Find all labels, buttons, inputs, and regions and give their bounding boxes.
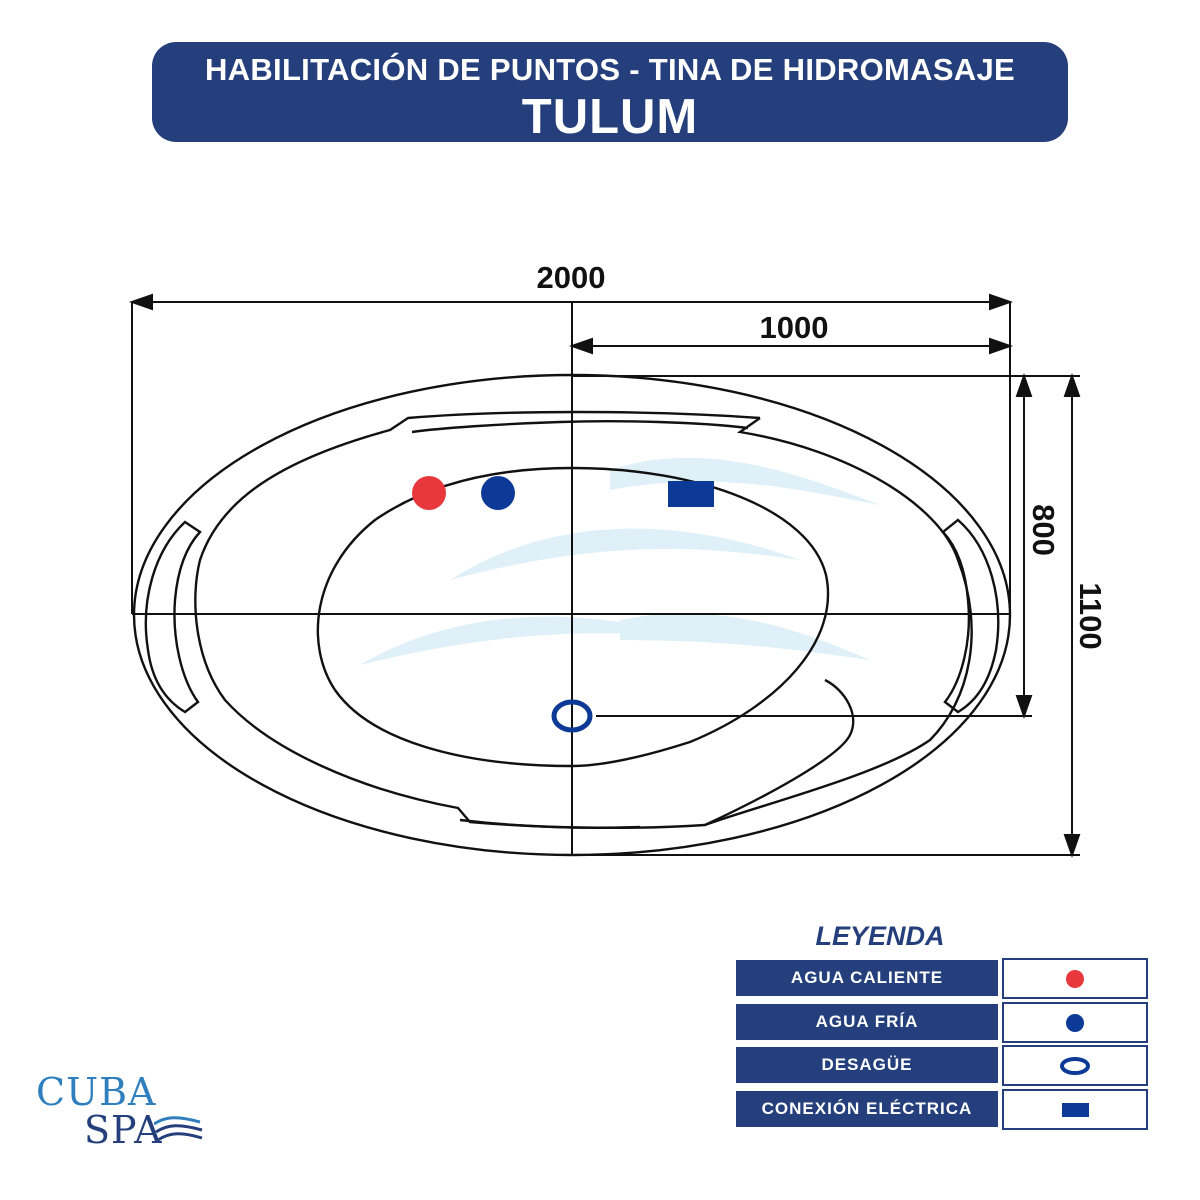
legend-row-drain: DESAGÜE [736,1045,1148,1086]
legend-row-electrical: CONEXIÓN ELÉCTRICA [736,1089,1148,1130]
cubaspa-logo: CUBA SPA [36,1070,206,1152]
legend-symbol-cell [1002,958,1148,999]
electrical-rect-icon [1062,1103,1089,1117]
blue-dot-icon [1066,1014,1084,1032]
legend-label: AGUA CALIENTE [736,960,998,996]
arrow-1100-top [1063,372,1081,397]
dim-label-800: 800 [1026,504,1061,556]
arrow-800-bottom [1015,695,1033,720]
arrow-1000-right [989,337,1014,355]
legend-label: DESAGÜE [736,1047,998,1083]
legend-row-cold-water: AGUA FRÍA [736,1002,1148,1043]
hot-water-point [412,476,446,510]
dim-label-2000: 2000 [537,260,606,295]
headrest-left [144,520,202,714]
tub-seat-curve [704,678,855,827]
tub-drawing: 2000 1000 800 1100 [128,260,1108,859]
legend-symbol-cell [1002,1002,1148,1043]
tub-inner-rim [194,410,973,830]
logo-text-cuba: CUBA [36,1070,157,1114]
legend-title: LEYENDA [815,921,945,951]
logo-text-spa: SPA [84,1108,163,1152]
arrow-2000-left [128,293,153,311]
drain-point [551,699,593,733]
dim-label-1000: 1000 [760,310,829,345]
watermark-waves [360,457,880,665]
legend-symbol-cell [1002,1045,1148,1086]
legend-label: AGUA FRÍA [736,1004,998,1040]
model-name: TULUM [521,90,699,144]
electrical-connection-point [668,481,714,507]
headrest-right [941,518,1000,714]
legend-row-hot-water: AGUA CALIENTE [736,958,1148,999]
cold-water-point [481,476,515,510]
legend-label: CONEXIÓN ELÉCTRICA [736,1091,998,1127]
red-dot-icon [1066,970,1084,988]
title-banner: HABILITACIÓN DE PUNTOS - TINA DE HIDROMA… [152,42,1068,144]
legend-symbol-cell [1002,1089,1148,1130]
drain-ring-icon [1060,1057,1090,1075]
arrow-800-top [1015,372,1033,397]
tub-inner-rim-edge-bottom [459,818,641,829]
tub-inner-rim-edge [411,420,749,434]
page-title: HABILITACIÓN DE PUNTOS - TINA DE HIDROMA… [204,52,1016,87]
logo-waves-icon [154,1116,203,1142]
dim-label-1100: 1100 [1073,582,1108,649]
arrow-1000-left [568,337,593,355]
arrow-2000-right [989,293,1014,311]
arrow-1100-bottom [1063,834,1081,859]
